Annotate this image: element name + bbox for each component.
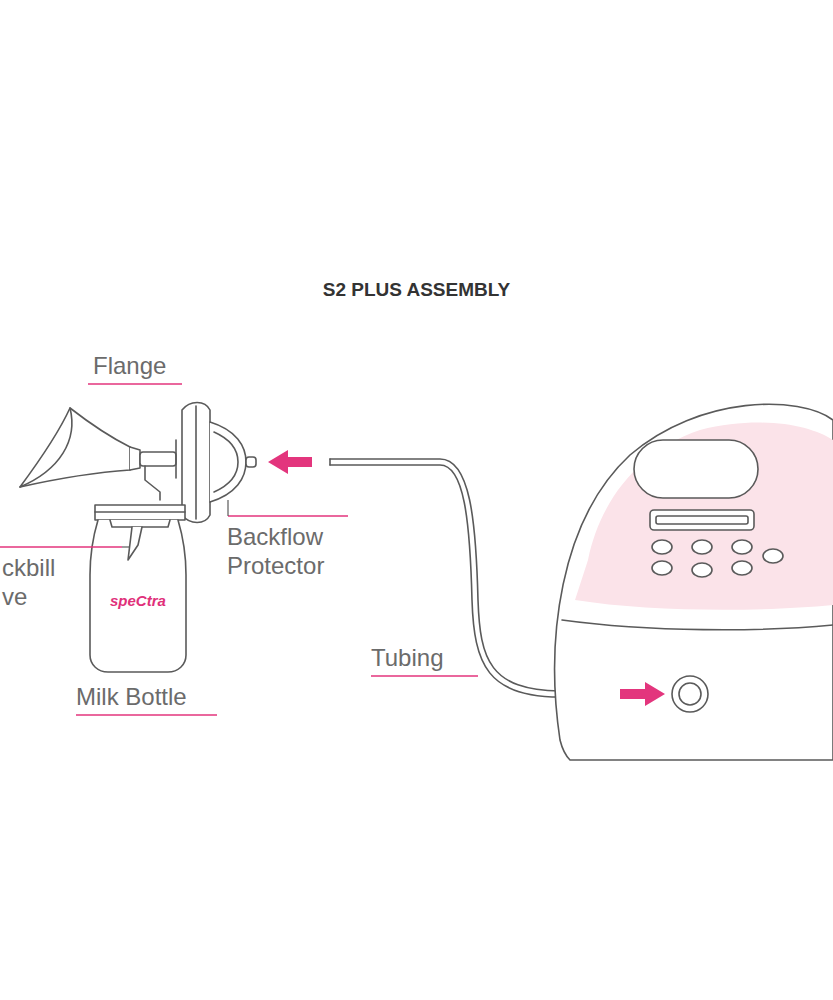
flange-funnel: [20, 408, 130, 487]
protector-stem: [175, 440, 177, 478]
part-label: Backflow Protector: [227, 522, 357, 580]
duckbill-valve: [128, 527, 142, 560]
part-label: ckbill ve: [2, 553, 76, 611]
protector-disc: [182, 403, 210, 523]
pump-screen: [650, 510, 754, 530]
pump-buttons: [652, 540, 783, 577]
leader-lines: [122, 500, 228, 547]
part-label: Milk Bottle: [76, 682, 236, 711]
connector-neck: [145, 466, 160, 500]
flange-rim: [20, 408, 72, 487]
milk-bottle: [90, 520, 186, 672]
pump-display: [634, 440, 758, 498]
pump-body: [555, 404, 833, 760]
brand-logo: speCtra: [110, 592, 180, 610]
part-label: Flange: [93, 351, 213, 380]
pump-port: [672, 676, 708, 712]
protector-dome-inner: [214, 432, 238, 492]
pump-band: [562, 620, 833, 630]
pink-arrows: [268, 450, 665, 706]
bottle-cap: [95, 505, 185, 520]
diagram-title: S2 PLUS ASSEMBLY: [0, 278, 833, 302]
pump-screen-inner: [656, 516, 748, 524]
connector-body: [140, 452, 176, 466]
bottle-cap-line: [95, 511, 185, 513]
protector-dome: [210, 422, 246, 502]
part-label: Tubing: [371, 643, 481, 672]
bottle-neck: [110, 520, 170, 527]
flange-neck: [130, 447, 140, 470]
protector-nipple: [246, 457, 256, 467]
pump-panel: [575, 423, 833, 610]
pump-port-inner: [679, 683, 701, 705]
protector-ring: [195, 406, 197, 519]
